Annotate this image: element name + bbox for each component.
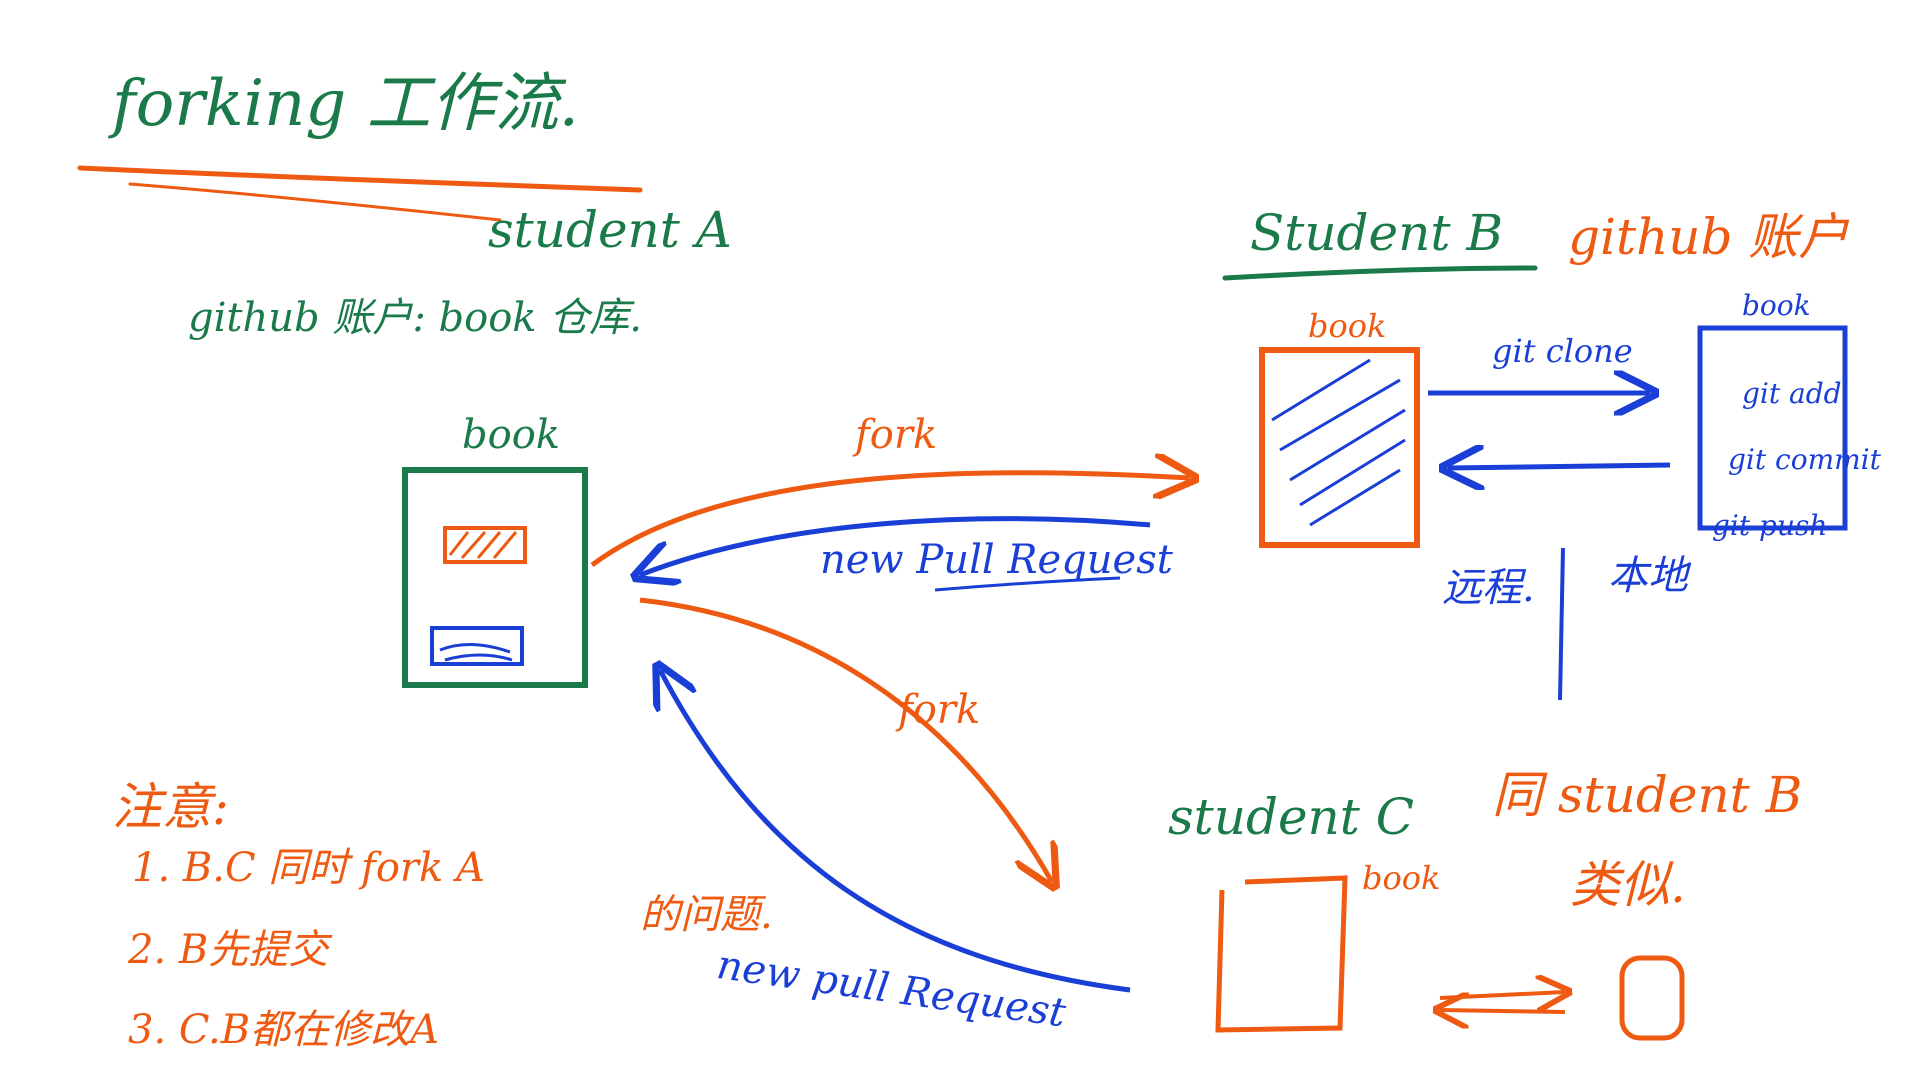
student-c-same-as: 同 student B (1492, 766, 1803, 824)
student-c-remote-book-box (1215, 875, 1348, 1033)
git-commit-command: git commit (1728, 443, 1881, 476)
pull-request-b-label: new Pull Request (820, 537, 1173, 583)
remote-label: 远程. (1442, 565, 1535, 611)
student-a-blue-scribble (439, 642, 513, 662)
page-title: forking 工作流. (112, 67, 579, 141)
student-c-name: student C (1168, 788, 1414, 846)
title-underline-second (128, 182, 502, 222)
student-b-local-book-box (1697, 325, 1848, 531)
pull-request-c-arrow (660, 670, 1131, 993)
git-push-command: git push (1712, 509, 1828, 542)
notes-heading: 注意: (112, 778, 229, 836)
student-c-similar: 类似. (1570, 856, 1686, 914)
student-b-name: Student B (1250, 204, 1504, 262)
git-clone-label: git clone (1492, 332, 1633, 370)
student-b-remote-book-label: book (1308, 307, 1387, 345)
git-push-arrow (1448, 465, 1671, 468)
local-label: 本地 (1608, 553, 1688, 599)
student-b-account: github 账户 (1568, 208, 1849, 266)
remote-book-hatching (1271, 358, 1406, 527)
student-a-orange-entry (443, 526, 527, 564)
pull-request-b-underline (934, 576, 1121, 592)
student-c-sync-arrow-bottom (1440, 1010, 1566, 1012)
pull-request-b-arrow (640, 516, 1151, 575)
student-b-underline (1222, 265, 1538, 281)
note-item-3: 3. C.B都在修改A (128, 1007, 440, 1053)
student-c-book-label: book (1362, 859, 1441, 897)
student-a-name: student A (488, 201, 732, 259)
git-add-command: git add (1742, 377, 1842, 410)
student-a-book-label: book (462, 412, 561, 458)
note-item-1: 1. B.C 同时 fork A (132, 845, 485, 891)
student-a-book-box (402, 467, 588, 688)
student-c-sync-arrow-top (1439, 992, 1565, 998)
fork-to-c-label: fork (898, 687, 981, 733)
student-b-local-book-label: book (1742, 289, 1811, 322)
student-c-local-book-box (1619, 955, 1685, 1041)
student-b-remote-book-box (1259, 347, 1420, 548)
fork-to-c-arrow (639, 597, 1052, 882)
student-a-blue-entry (430, 626, 524, 666)
remote-local-divider (1558, 547, 1565, 701)
fork-to-b-label: fork (855, 412, 938, 458)
fork-to-b-arrow (590, 473, 1190, 568)
student-a-orange-scribble (448, 531, 518, 559)
student-a-account-line: github 账户: book 仓库. (188, 295, 642, 341)
notes-side-note: 的问题. (640, 892, 773, 938)
note-item-2: 2. B先提交 (128, 927, 329, 973)
title-underline (77, 165, 643, 193)
